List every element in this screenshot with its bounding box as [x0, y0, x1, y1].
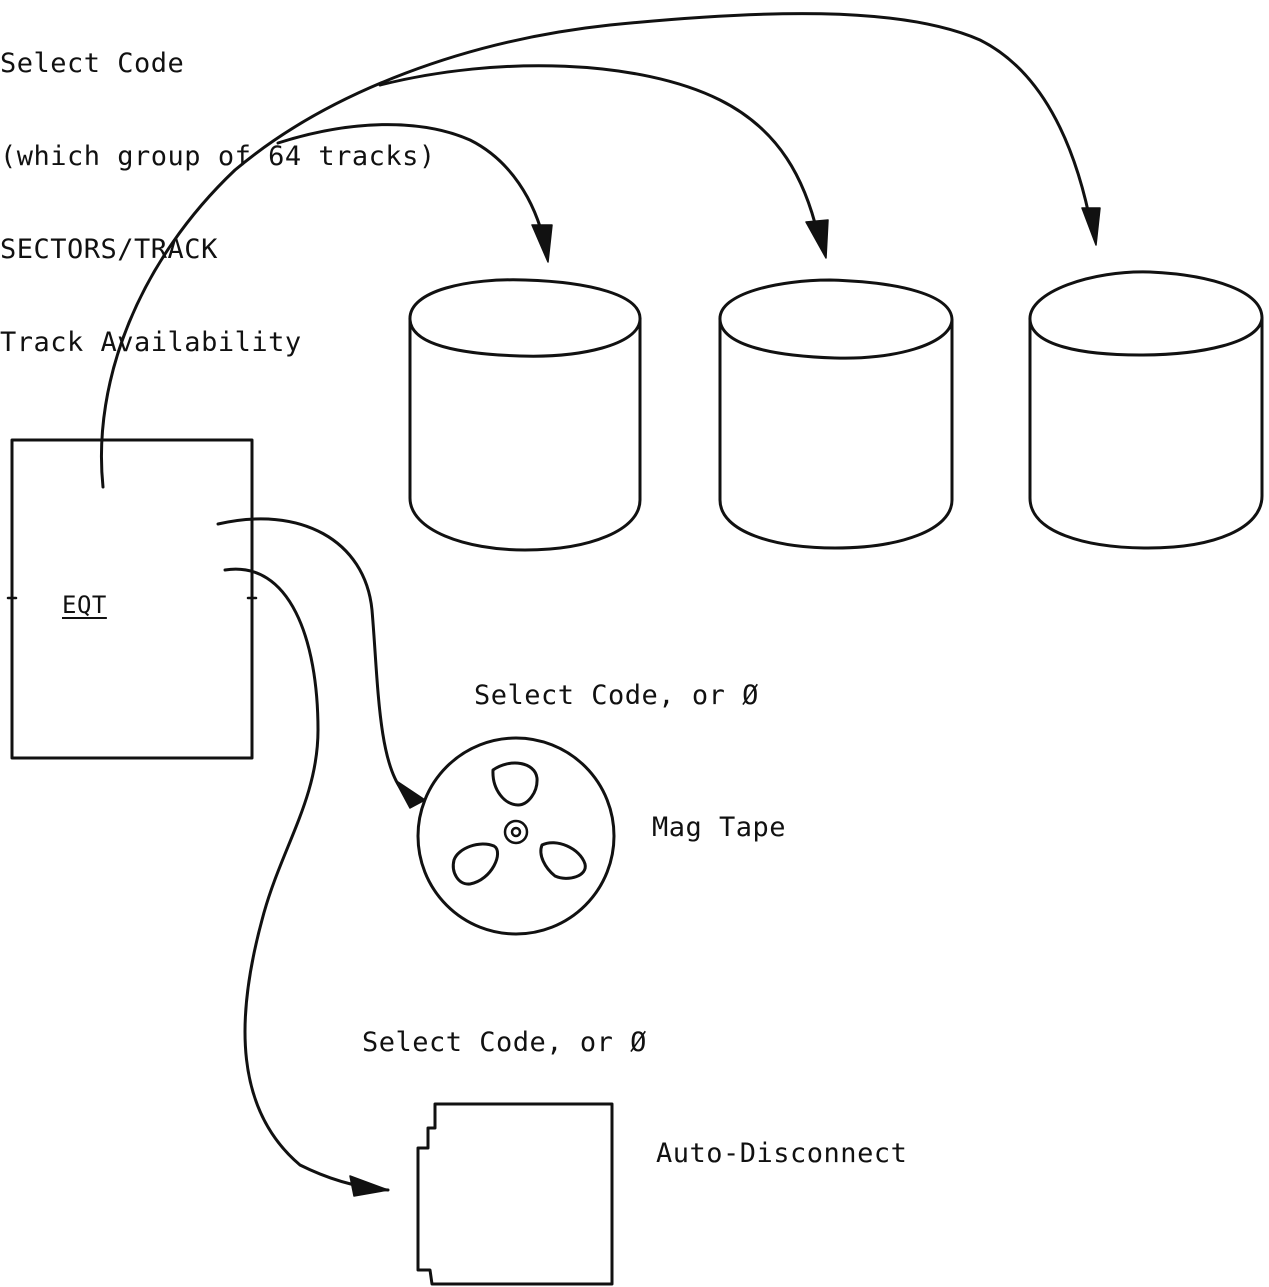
disk-drum-1	[408, 278, 642, 552]
magtape-arrowhead	[394, 779, 426, 809]
auto-disconnect-card-icon	[416, 1102, 614, 1286]
header-line-track-group: (which group of 64 tracks)	[0, 141, 436, 172]
disk-drum-2	[718, 278, 954, 550]
header-line-select-code: Select Code	[0, 48, 185, 79]
eqt-box	[6, 438, 258, 760]
header-line-track-availability: Track Availability	[0, 327, 302, 358]
eqt-to-autodisconnect-connector	[223, 567, 390, 1192]
eqt-to-disks-connectors	[99, 12, 1094, 489]
eqt-to-magtape-connector	[216, 517, 404, 792]
eqt-label: EQT	[62, 591, 107, 619]
disk-3-arrowhead	[1081, 207, 1101, 246]
disk-2-arrowhead	[805, 219, 829, 259]
autodisconnect-label: Auto-Disconnect	[656, 1138, 908, 1169]
magtape-select-code-label: Select Code, or Ø	[474, 680, 759, 711]
autodisconnect-arrowhead	[349, 1175, 389, 1197]
header-line-sectors-track: SECTORS/TRACK	[0, 234, 218, 265]
mag-tape-reel-icon	[416, 736, 616, 936]
magtape-label: Mag Tape	[652, 812, 787, 843]
header-text-block: Select Code (which group of 64 tracks) S…	[0, 0, 436, 420]
disk-1-arrowhead	[531, 224, 553, 263]
autodisconnect-select-code-label: Select Code, or Ø	[362, 1027, 647, 1058]
disk-drum-3	[1028, 270, 1264, 550]
